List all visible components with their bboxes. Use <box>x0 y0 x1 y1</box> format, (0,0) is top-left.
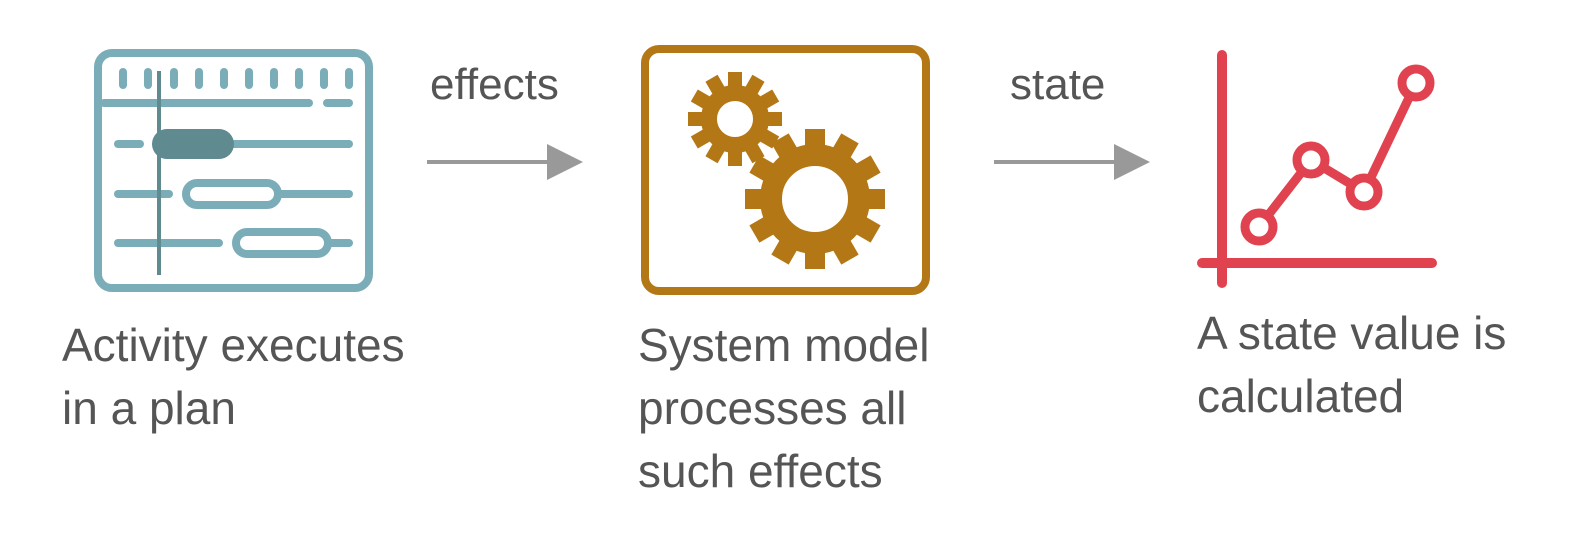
state-arrow <box>994 144 1150 180</box>
step-3-caption: A state value is calculated <box>1197 307 1507 422</box>
gantt-chart-icon <box>94 49 373 292</box>
step-1-caption: Activity executes in a plan <box>62 319 405 434</box>
effects-edge-label: effects <box>430 60 559 109</box>
effects-arrow <box>427 144 583 180</box>
step-2-caption: System model processes all such effects <box>638 319 930 497</box>
state-edge-label: state <box>1010 60 1106 109</box>
line-chart-icon <box>1197 50 1437 288</box>
gears-icon <box>641 45 930 295</box>
small-gear-icon <box>688 72 782 166</box>
large-gear-icon <box>745 129 885 269</box>
